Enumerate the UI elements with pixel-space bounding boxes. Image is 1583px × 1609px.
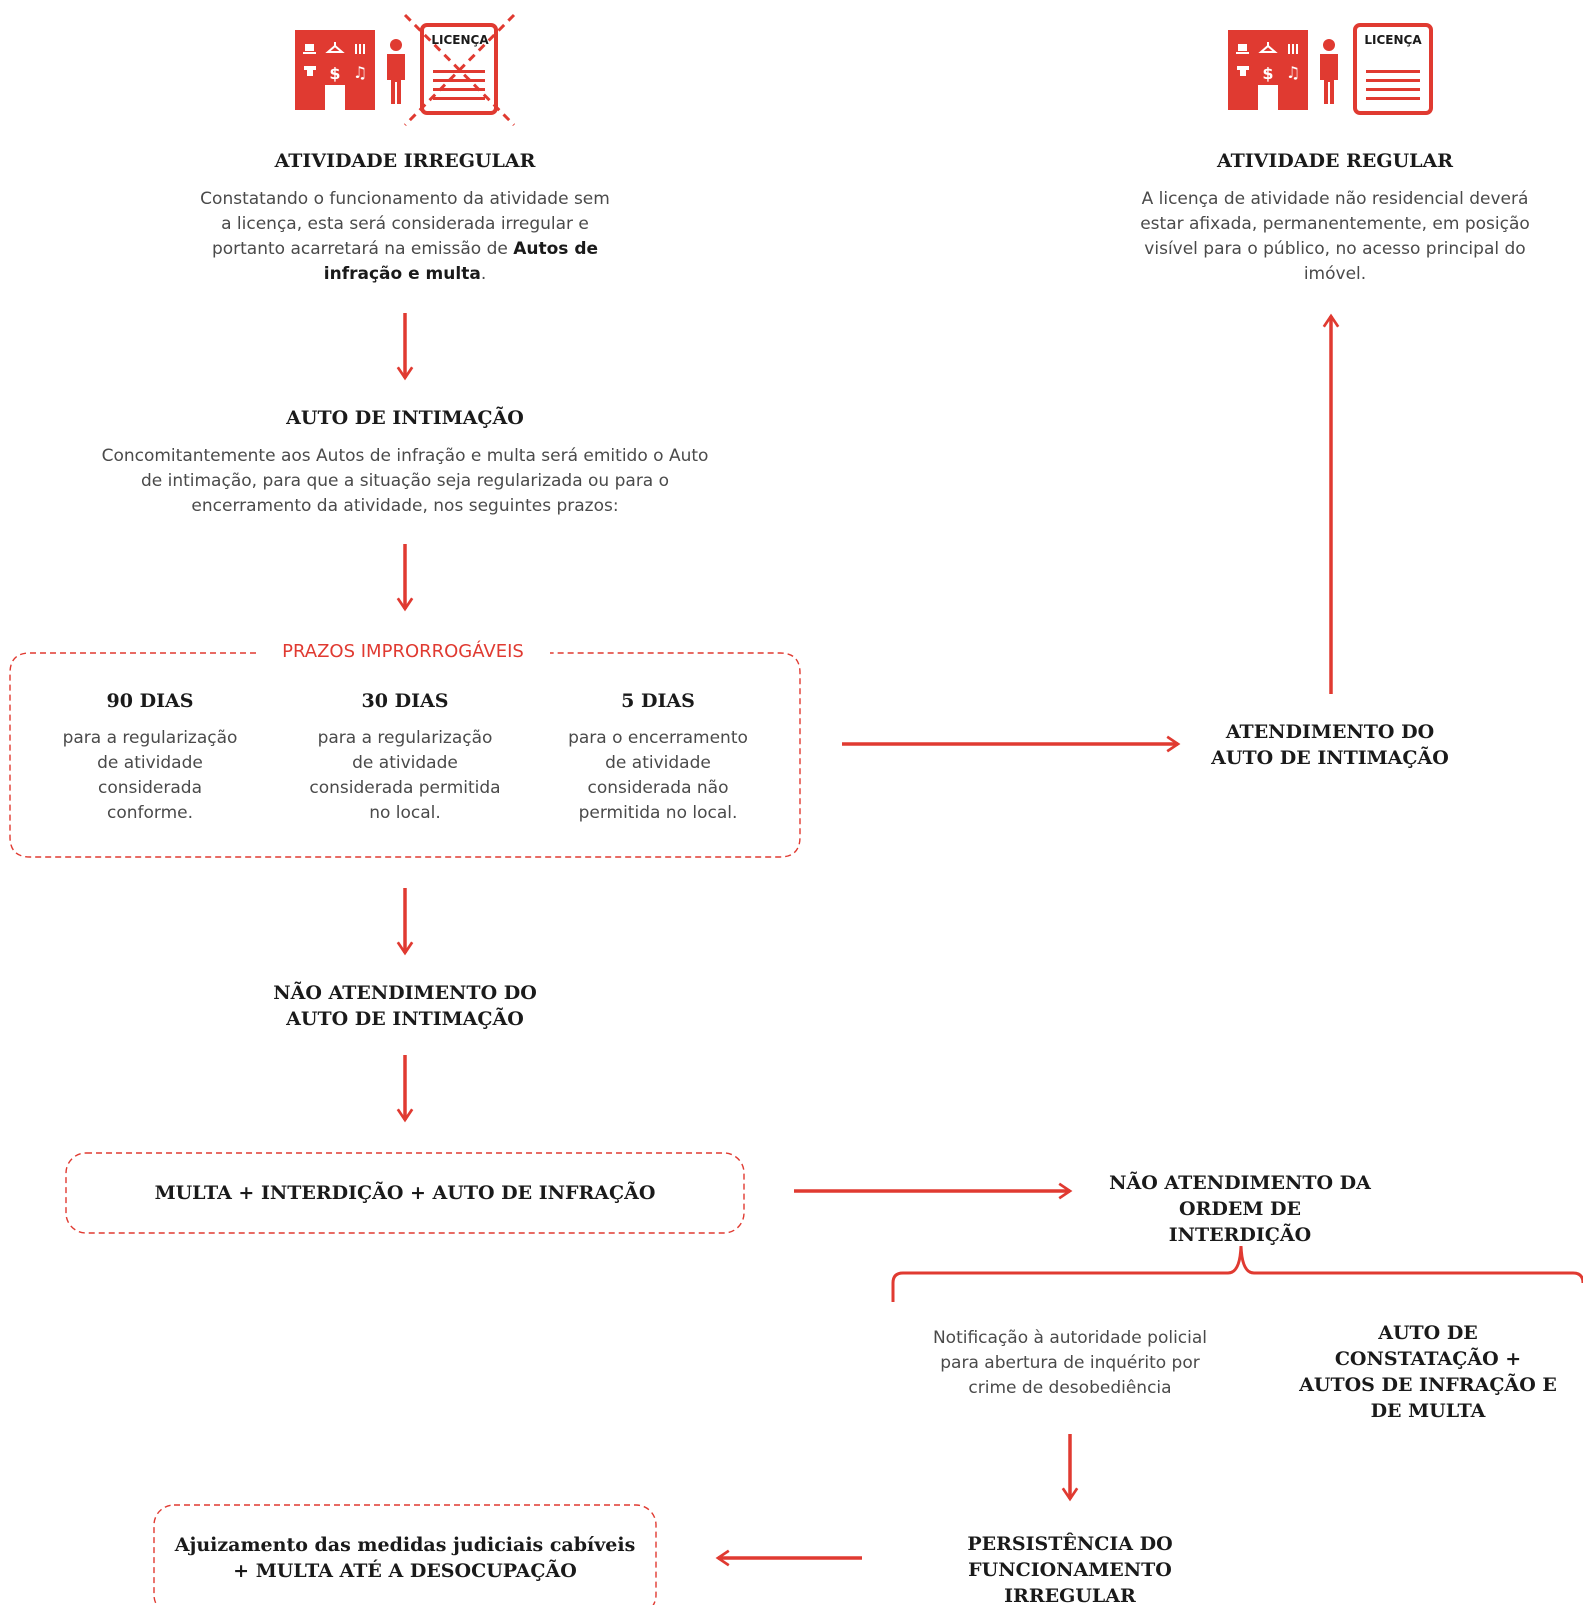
regular-text: A licença de atividade não residencial d…: [1140, 189, 1530, 284]
prazo-5-title: 5 DIAS: [621, 690, 695, 712]
license-document-crossed-icon: [403, 13, 516, 127]
person-icon: [387, 39, 405, 104]
irregular-text: Constatando o funcionamento da atividade…: [200, 187, 610, 287]
prazos-title: PRAZOS IMPRORROGÁVEIS: [282, 641, 524, 662]
license-label-regular: LICENÇA: [1364, 33, 1422, 47]
regular-title: ATIVIDADE REGULAR: [1216, 150, 1454, 172]
intimacao-text: Concomitantemente aos Autos de infração …: [101, 446, 709, 516]
irregular-text-bold: Autos de infração e multa: [323, 239, 599, 284]
store-icon: [294, 29, 376, 111]
branch-brace: [891, 1245, 1583, 1302]
prazo-30-text: para a regularização de atividade consid…: [309, 728, 501, 823]
persistencia-title: PERSISTÊNCIA DO FUNCIONAMENTO IRREGULAR: [967, 1533, 1173, 1607]
ajuizamento-line2: + MULTA ATÉ A DESOCUPAÇÃO: [233, 1560, 577, 1582]
irregular-text-main: Constatando o funcionamento da atividade…: [200, 189, 610, 259]
person-icon: [1320, 39, 1338, 104]
prazo-5-text: para o encerramento de atividade conside…: [568, 728, 748, 823]
prazo-90-text: para a regularização de atividade consid…: [62, 728, 238, 823]
constatacao-title: AUTO DE CONSTATAÇÃO + AUTOS DE INFRAÇÃO …: [1299, 1322, 1557, 1422]
prazos-box: [9, 652, 801, 858]
nao-interdicao-title: NÃO ATENDIMENTO DA ORDEM DE INTERDIÇÃO: [1109, 1172, 1371, 1246]
notificacao-text: Notificação à autoridade policial para a…: [932, 1328, 1208, 1398]
ajuizamento-box-frame: [153, 1504, 657, 1605]
irregular-title: ATIVIDADE IRREGULAR: [274, 150, 536, 172]
irregular-text-end: .: [480, 264, 487, 284]
prazo-90-title: 90 DIAS: [106, 690, 194, 712]
ajuizamento-line1: Ajuizamento das medidas judiciais cabíve…: [174, 1534, 636, 1556]
ajuizamento-text: Ajuizamento das medidas judiciais cabíve…: [154, 1532, 656, 1584]
license-label-irregular: LICENÇA: [431, 33, 489, 47]
atendimento-title: ATENDIMENTO DO AUTO DE INTIMAÇÃO: [1211, 721, 1449, 769]
license-document-icon: [1353, 23, 1433, 115]
intimacao-title: AUTO DE INTIMAÇÃO: [286, 407, 524, 429]
nao-atendimento-title: NÃO ATENDIMENTO DO AUTO DE INTIMAÇÃO: [273, 982, 537, 1030]
prazo-30-title: 30 DIAS: [361, 690, 449, 712]
multa-box-text: MULTA + INTERDIÇÃO + AUTO DE INFRAÇÃO: [154, 1182, 656, 1204]
store-icon: [1227, 29, 1309, 111]
